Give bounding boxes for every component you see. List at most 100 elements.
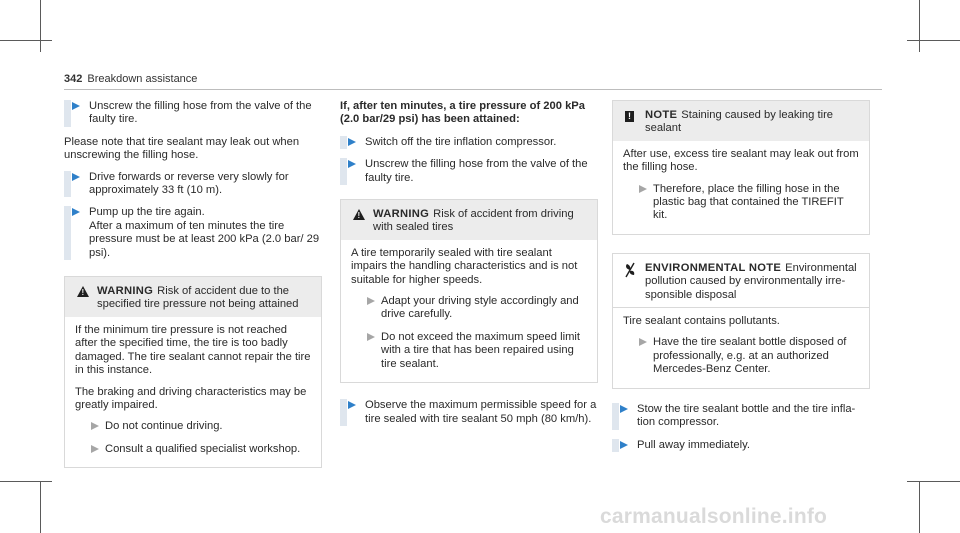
warning-triangle-icon: [77, 286, 89, 298]
warning-tag: WARNING: [373, 208, 430, 221]
step-text: After a maximum of ten minutes the tire …: [89, 219, 320, 259]
arrow-icon: [367, 332, 375, 341]
crop-mark: [0, 40, 52, 41]
arrow-icon: [72, 102, 80, 110]
instruction-step: Observe the maximum permissible speed fo…: [340, 399, 598, 426]
step-text: Switch off the tire inflation compressor…: [365, 135, 557, 148]
step-text: Adapt your driving style accordingly and…: [381, 295, 579, 321]
instruction-step: Consult a qualified specialist workshop.: [75, 443, 311, 456]
step-bar: [612, 438, 619, 452]
environmental-note-body: Tire sealant contains pollutants. Have t…: [613, 308, 869, 388]
arrow-icon: [639, 184, 647, 193]
instruction-step: Pump up the tire again.After a maximum o…: [64, 206, 322, 261]
exclamation-icon: !: [625, 111, 634, 122]
step-bar: [64, 100, 71, 127]
warning-triangle-icon: [353, 209, 365, 221]
section-title: Breakdown assistance: [87, 73, 198, 85]
crop-mark: [907, 481, 960, 482]
crop-mark: [919, 0, 920, 52]
step-text: Observe the maximum permissible speed fo…: [365, 399, 597, 425]
arrow-icon: [639, 338, 647, 347]
warning-exclamation: !: [357, 211, 361, 221]
watermark: carmanualsonline.info: [600, 505, 828, 528]
section-heading: If, after ten minutes, a tire pressure o…: [340, 100, 585, 126]
instruction-step: Pull away immediately.: [612, 438, 870, 452]
instruction-step: Stow the tire sealant bottle and the tir…: [612, 402, 870, 430]
page-number: 342: [64, 73, 83, 85]
arrow-icon: [348, 137, 356, 146]
step-bar: [64, 170, 71, 198]
instruction-step: Switch off the tire inflation compressor…: [340, 135, 598, 150]
leaf-icon: [625, 262, 635, 278]
instruction-step: Adapt your driving style accordingly and…: [351, 295, 587, 322]
instruction-step: Do not exceed the maximum speed limit wi…: [351, 331, 587, 371]
note-body: After use, excess tire sealant may leak …: [613, 141, 869, 234]
step-text: Do not exceed the maximum speed limit wi…: [381, 330, 580, 370]
environmental-note-tag: ENVIRONMENTAL NOTE: [645, 261, 782, 274]
instruction-step: Unscrew the filling hose from the valve …: [340, 158, 598, 186]
paragraph: A tire temporarily sealed with tire seal…: [351, 246, 578, 286]
instruction-step: Do not continue driving.: [75, 420, 311, 433]
step-bar: [340, 399, 347, 426]
paragraph: After use, excess tire sealant may leak …: [623, 147, 859, 174]
crop-mark: [40, 481, 41, 533]
paragraph: Tire sealant contains pollutants.: [623, 315, 780, 328]
paragraph: The braking and driving characteristics …: [75, 385, 307, 411]
column-1: Unscrew the filling hose from the valve …: [64, 100, 322, 478]
arrow-icon: [348, 401, 356, 410]
crop-mark: [907, 40, 960, 41]
step-bar: [612, 402, 619, 430]
step-text: Pull away immediately.: [637, 438, 750, 451]
instruction-step: Unscrew the filling hose from the valve …: [64, 100, 322, 127]
divider: [613, 307, 869, 309]
crop-mark: [0, 481, 52, 482]
step-bar: [340, 135, 347, 150]
arrow-icon: [620, 404, 628, 413]
step-text: Drive forwards or reverse very slowly fo…: [89, 170, 289, 197]
arrow-icon: [367, 297, 375, 306]
warning-title: Risk of accident from driving with seale…: [373, 208, 574, 234]
instruction-step: Drive forwards or reverse very slowly fo…: [64, 170, 322, 198]
step-bar: [340, 158, 347, 186]
arrow-icon: [91, 444, 99, 453]
step-bar: [64, 206, 71, 261]
step-text: Therefore, place the filling hose in the…: [653, 182, 844, 222]
environmental-note-title: Environmental pollution caused by enviro…: [645, 261, 857, 301]
step-text: Do not continue driving.: [105, 420, 223, 433]
crop-mark: [919, 481, 920, 533]
instruction-step: Therefore, place the filling hose in the…: [623, 183, 859, 223]
step-text: Consult a qualified specialist workshop.: [105, 442, 301, 455]
header-rule: [64, 89, 882, 90]
note-title: Staining caused by leaking tire sealant: [645, 109, 834, 135]
note-tag: NOTE: [645, 109, 678, 121]
instruction-step: Have the tire sealant bottle disposed of…: [623, 336, 859, 376]
step-text: Pump up the tire again.: [89, 206, 205, 219]
arrow-icon: [72, 208, 80, 217]
warning-tag: WARNING: [97, 285, 154, 298]
step-text: Have the tire sealant bottle disposed of…: [653, 336, 847, 376]
warning-body: If the minimum tire pressure is not reac…: [65, 317, 321, 467]
step-text: Stow the tire sealant bottle and the tir…: [637, 402, 856, 429]
arrow-icon: [91, 422, 99, 431]
arrow-icon: [620, 440, 628, 449]
paragraph: If the minimum tire pressure is not reac…: [75, 323, 311, 377]
warning-exclamation: !: [81, 288, 85, 298]
arrow-icon: [72, 172, 80, 181]
step-text: Unscrew the filling hose from the valve …: [89, 100, 312, 126]
crop-mark: [40, 0, 41, 52]
warning-body: A tire temporarily sealed with tire seal…: [341, 240, 597, 382]
warning-title: Risk of accident due to the specified ti…: [97, 285, 299, 311]
paragraph: Please note that tire sealant may leak o…: [64, 135, 300, 162]
arrow-icon: [348, 160, 356, 169]
column-2: If, after ten minutes, a tire pressure o…: [340, 100, 598, 435]
step-text: Unscrew the filling hose from the valve …: [365, 158, 588, 184]
